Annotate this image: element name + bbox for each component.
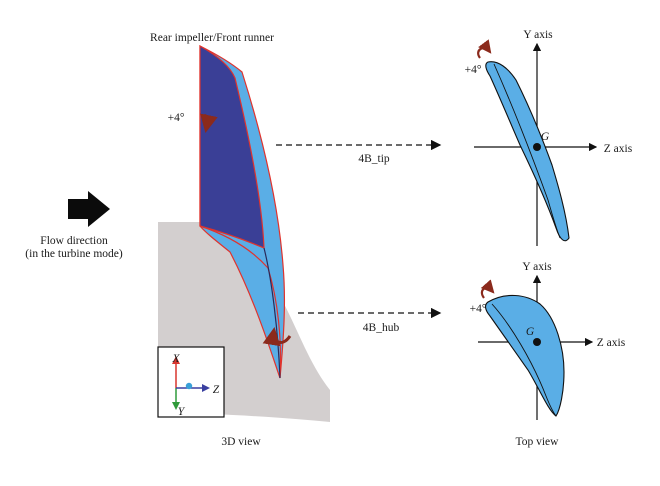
top-view-tip: Y axis Z axis G +4° (465, 29, 633, 246)
blade-dark-face (199, 44, 265, 249)
tip-z-axis-label: Z axis (604, 143, 633, 155)
rotation-arrow-3d-lower (262, 327, 292, 347)
triad-z-label: Z (213, 384, 220, 396)
flow-direction-arrow (68, 191, 110, 227)
tip-rotation-arrow (477, 39, 492, 59)
blade-3d (199, 44, 286, 379)
tip-centroid-label: G (541, 131, 550, 143)
caption-3d-view: 3D view (221, 436, 261, 448)
tip-blade-section (485, 61, 570, 242)
hub-blade-section (485, 294, 565, 417)
blade-trailing-edge (263, 247, 281, 379)
hub-section-label: 4B_hub (363, 322, 400, 334)
flow-direction-label: Flow direction (40, 235, 108, 247)
triad-y-label: Y (178, 406, 186, 418)
tip-y-axis-label: Y axis (523, 29, 553, 41)
flow-direction-sublabel: (in the turbine mode) (25, 248, 123, 260)
hub-z-axis-label: Z axis (597, 337, 626, 349)
hub-rotation-label: +4° (470, 303, 487, 315)
hub-centroid-label: G (526, 326, 535, 338)
hub-rotation-arrow (480, 279, 495, 299)
triad-x-label: X (171, 353, 180, 365)
top-view-hub: Y axis Z axis G +4° (470, 261, 626, 420)
tip-centroid (533, 143, 541, 151)
figure-title: Rear impeller/Front runner (150, 32, 274, 44)
coordinate-triad: X Y Z (157, 346, 225, 418)
caption-top-view: Top view (516, 436, 560, 448)
hub-y-axis-label: Y axis (522, 261, 552, 273)
rotation-arrow-3d-upper (200, 113, 218, 133)
tip-rotation-label: +4° (465, 64, 482, 76)
tip-section-label: 4B_tip (358, 153, 390, 165)
hub-centroid (533, 338, 541, 346)
rotation-label-3d: +4° (168, 112, 185, 124)
